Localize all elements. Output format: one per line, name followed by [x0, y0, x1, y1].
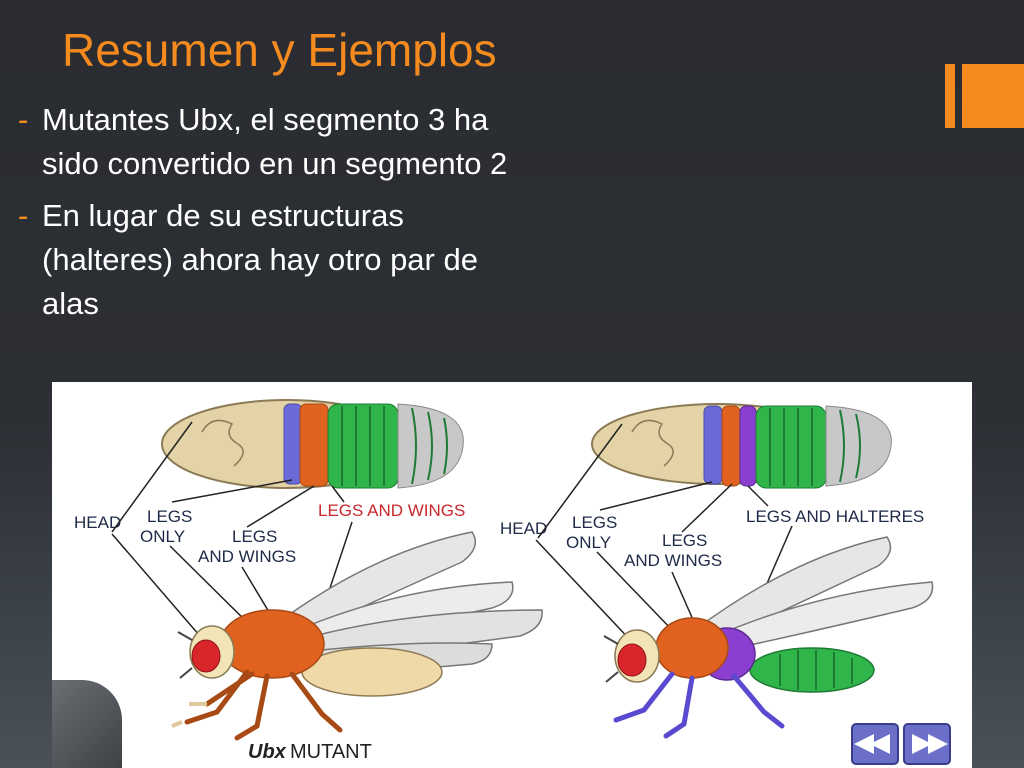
left-label-legs-only-2: ONLY [140, 527, 185, 546]
left-label-legs-and-wings-2: AND WINGS [198, 547, 296, 566]
ubx-mutant-figure: HEAD LEGS ONLY LEGS AND WINGS LEGS AND W… [52, 382, 972, 768]
right-label-legs-only-1: LEGS [572, 513, 617, 532]
accent-bar-thick [962, 64, 1024, 128]
fast-forward-icon [912, 734, 948, 754]
bullet-list: - Mutantes Ubx, el segmento 3 ha sido co… [18, 98, 538, 334]
left-label-legs-and-wings-1: LEGS [232, 527, 277, 546]
left-label-legs-and-wings-red: LEGS AND WINGS [318, 501, 465, 520]
fly-mutant-right [603, 536, 934, 739]
corner-photo-fragment [52, 680, 122, 768]
rewind-icon [854, 734, 890, 754]
rewind-button[interactable] [851, 723, 899, 765]
right-label-legs-and-wings-1: LEGS [662, 531, 707, 550]
fly-ubx-mutant [171, 531, 543, 741]
caption-rest: MUTANT [290, 741, 372, 763]
slide-title: Resumen y Ejemplos [62, 24, 497, 76]
right-pointer-lines [535, 423, 793, 645]
bullet-text: En lugar de su estructuras (halteres) ah… [42, 198, 478, 321]
bullet-marker: - [18, 198, 29, 233]
left-label-legs-only-1: LEGS [147, 507, 192, 526]
left-label-head: HEAD [74, 513, 121, 532]
right-label-legs-only-2: ONLY [566, 533, 611, 552]
bullet-text: Mutantes Ubx, el segmento 3 ha sido conv… [42, 102, 508, 181]
right-label-legs-and-halteres: LEGS AND HALTERES [746, 507, 924, 526]
accent-bar-thin [945, 64, 955, 128]
right-label-legs-and-wings-2: AND WINGS [624, 551, 722, 570]
larva-mutant [591, 403, 892, 489]
bullet-marker: - [18, 102, 29, 137]
fast-forward-button[interactable] [903, 723, 951, 765]
caption-italic: Ubx [248, 741, 287, 763]
bullet-item: - En lugar de su estructuras (halteres) … [18, 194, 538, 326]
right-label-head: HEAD [500, 519, 547, 538]
bullet-item: - Mutantes Ubx, el segmento 3 ha sido co… [18, 98, 538, 186]
larva-wildtype [161, 399, 464, 489]
